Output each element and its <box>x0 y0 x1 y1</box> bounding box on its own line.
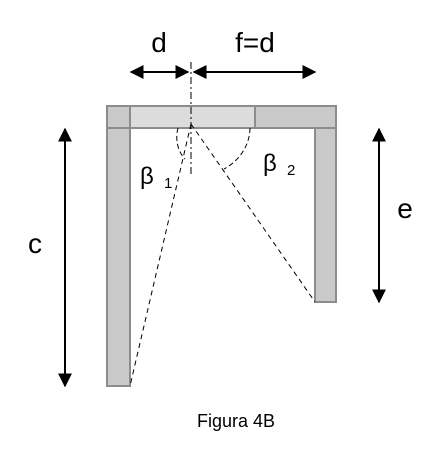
right-sight-line <box>190 123 316 303</box>
beta1-arc <box>176 127 186 160</box>
beta2-arc <box>223 127 251 170</box>
figure-caption: Figura 4B <box>197 411 275 431</box>
top-beam-center-panel <box>129 105 256 129</box>
right-panel <box>314 127 337 303</box>
top-beam-left-block <box>106 105 131 129</box>
label-d: d <box>151 27 167 58</box>
label-beta2: β <box>263 150 277 177</box>
label-c: c <box>28 228 42 259</box>
top-beam-right-block <box>254 105 337 129</box>
label-beta1: β <box>140 163 154 190</box>
label-f: f=d <box>235 27 275 58</box>
label-e: e <box>397 193 413 224</box>
label-beta1-subscript: 1 <box>164 175 172 192</box>
left-panel <box>106 127 131 387</box>
label-beta2-subscript: 2 <box>287 162 295 179</box>
